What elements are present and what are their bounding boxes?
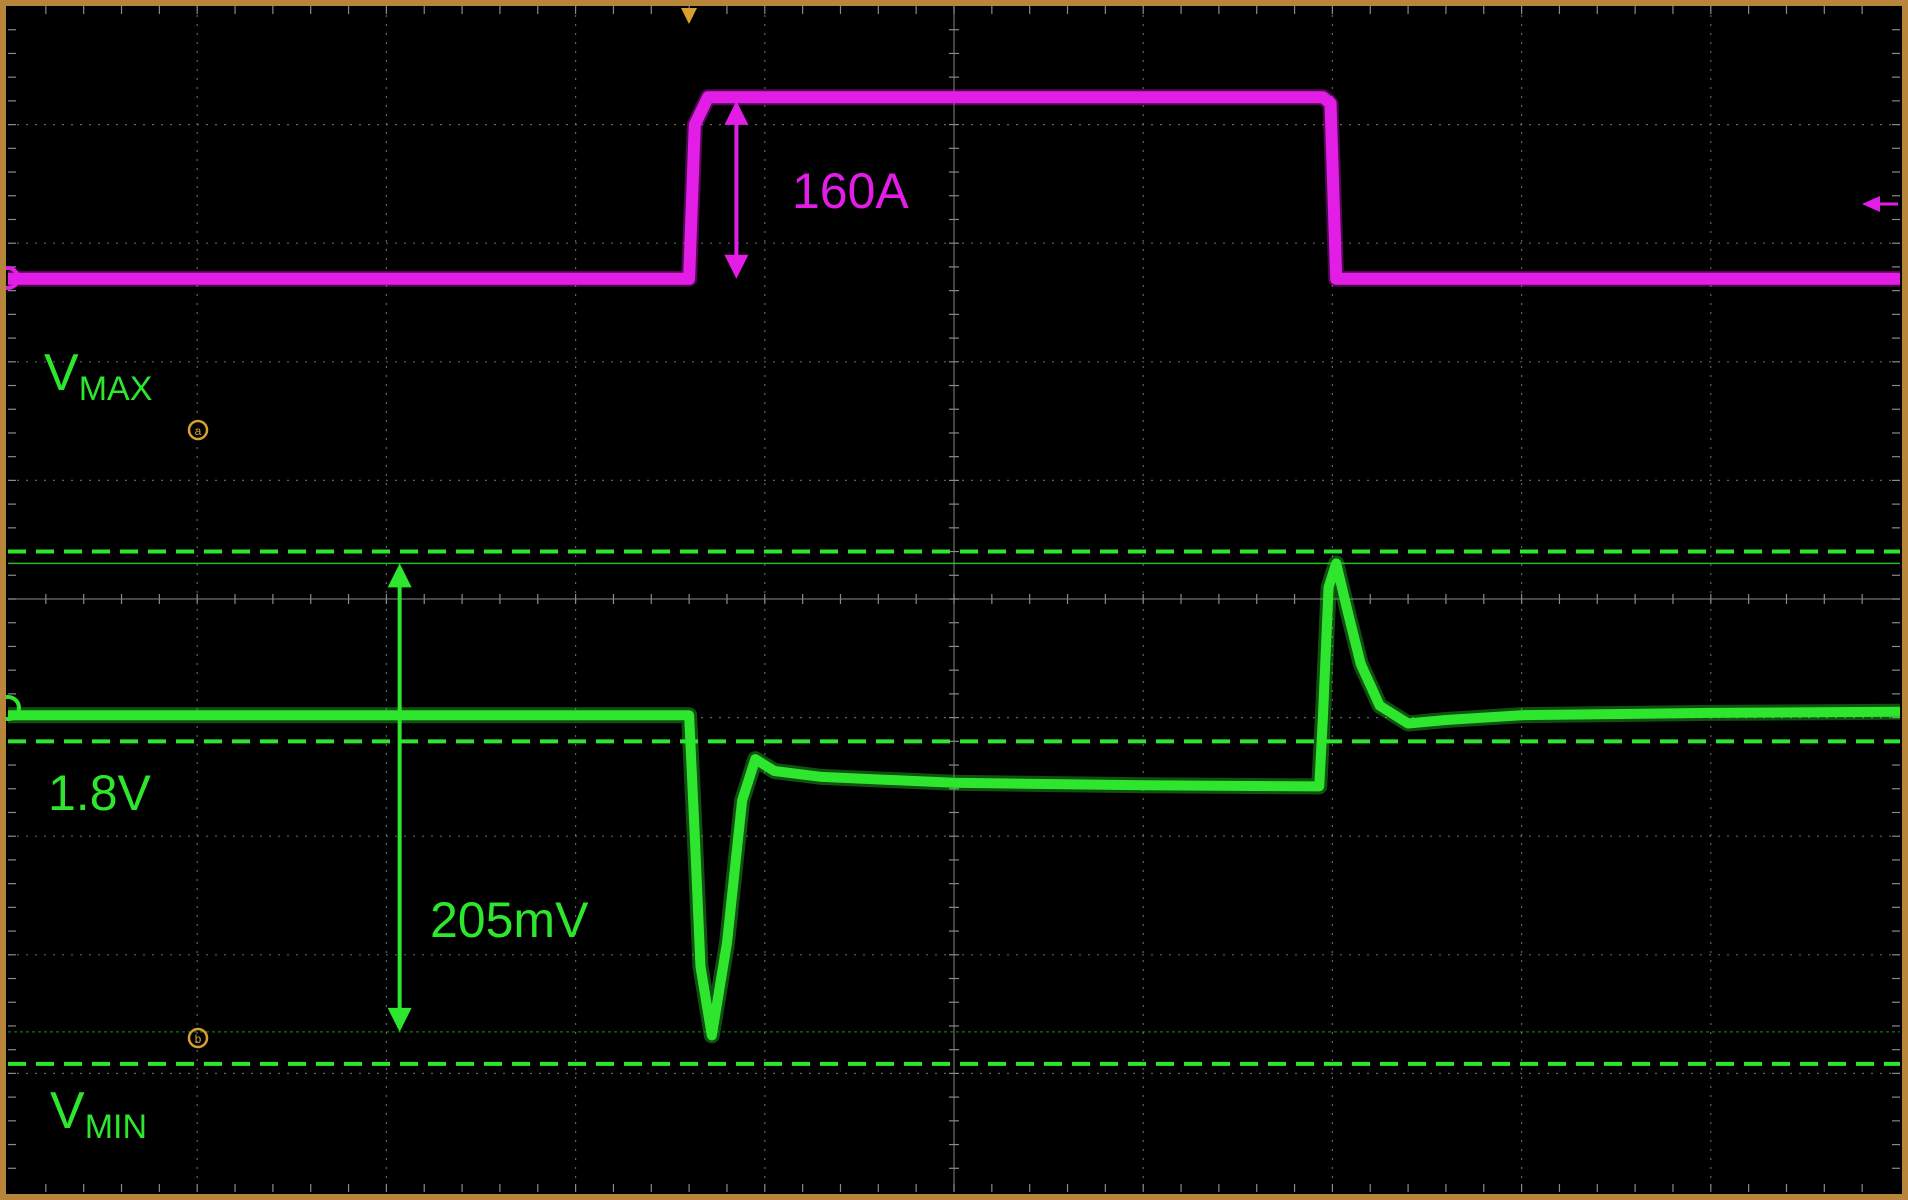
current-step-arrow-head-up-icon <box>724 100 749 125</box>
annotations: 160A VMAX 1.8V 205mV VMIN <box>44 163 909 1146</box>
ch-current-ground-marker-icon <box>0 266 20 290</box>
current-step-arrow-head-down-icon <box>724 254 749 279</box>
trigger-level-arrow-icon <box>1862 196 1880 212</box>
trigger-marker-icon <box>681 8 697 24</box>
cursor-a-marker-icon <box>187 419 209 441</box>
cursor-b-marker-icon <box>187 1027 209 1049</box>
measurement-arrows <box>387 100 749 1032</box>
cursor-a-label: a <box>195 424 202 438</box>
setpoint-label: 1.8V <box>48 765 152 821</box>
trace-1 <box>8 558 1901 1041</box>
markers: a b <box>0 8 1898 1049</box>
cursor-b-label: b <box>195 1032 202 1046</box>
window-label: 205mV <box>430 892 589 948</box>
current-step-label: 160A <box>792 163 909 219</box>
trace-0 <box>8 91 1900 285</box>
traces <box>8 89 1901 1044</box>
reference-lines <box>8 549 1900 1066</box>
vmin-label-sub: MIN <box>85 1108 147 1146</box>
vmax-label-sub: MAX <box>79 370 153 408</box>
graticule <box>8 6 1900 1192</box>
voltage-window-arrow-head-up-icon <box>387 563 412 588</box>
voltage-window-arrow-head-down-icon <box>387 1007 412 1032</box>
vmin-label: VMIN <box>50 1082 147 1146</box>
vmin-label-main: V <box>50 1082 85 1140</box>
ch-voltage-ground-marker-icon <box>0 695 21 721</box>
vmax-label-main: V <box>44 344 79 402</box>
vmax-label: VMAX <box>44 344 152 408</box>
